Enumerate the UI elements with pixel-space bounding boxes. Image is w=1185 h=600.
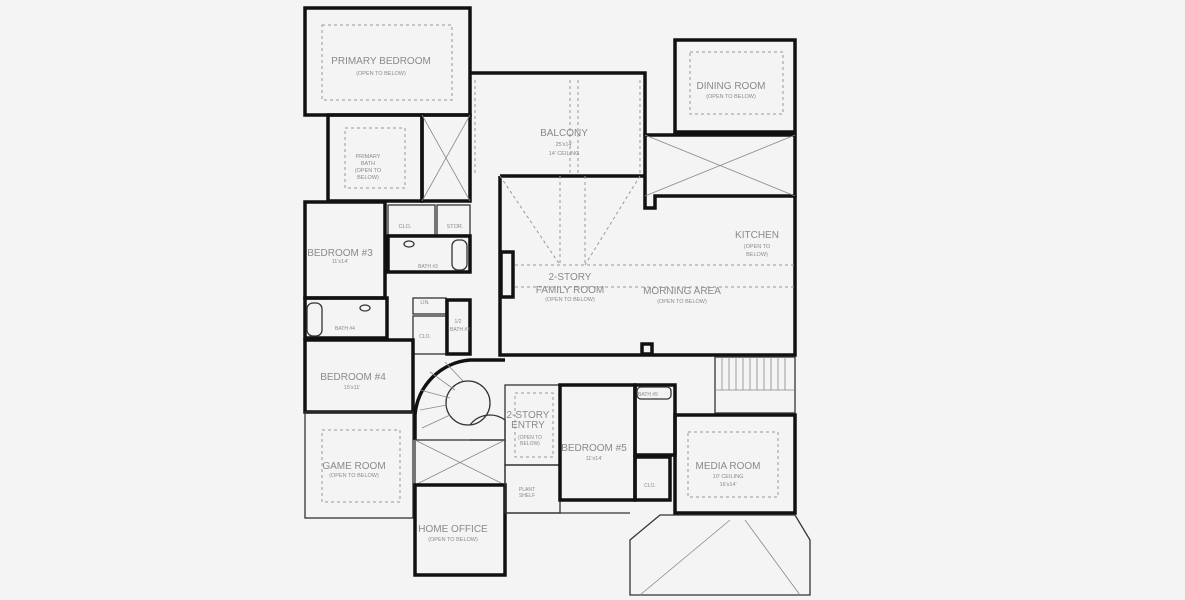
room-label: 14' CEILING [549,151,580,157]
room-label: 11'x14' [586,456,603,462]
room-label: ENTRY [511,420,545,431]
room-label: (OPEN TO BELOW) [428,537,478,543]
room-label: BELOW) [520,441,540,447]
room-primary-bedroom: PRIMARY BEDROOM (OPEN TO BELOW) [303,6,472,117]
room-label: CLO. [644,483,656,489]
room-game-room: GAME ROOM (OPEN TO BELOW) [304,411,414,519]
spiral-stair [413,358,506,486]
room-label: HOME OFFICE [418,524,488,535]
room-label: BELOW) [357,175,379,181]
room-label: BATH #3 [418,264,438,270]
room-label: BEDROOM #4 [320,372,386,383]
room-dining: DINING ROOM (OPEN TO BELOW) [643,38,797,210]
room-label: 2-STORY [507,410,550,421]
room-balcony: BALCONY 25'x14' 14' CEILING [470,71,647,175]
room-label: BALCONY [540,128,588,139]
room-label: 15'x11' [344,385,361,391]
room-label: FAMILY ROOM [536,285,605,296]
room-primary-bath: PRIMARY BATH (OPEN TO BELOW) [326,113,472,203]
room-home-office: HOME OFFICE (OPEN TO BELOW) [413,483,507,577]
room-label: DINING ROOM [697,81,766,92]
room-label: CLO. [399,224,412,230]
room-label: (OPEN TO BELOW) [706,94,756,100]
room-label: (OPEN TO BELOW) [356,71,406,77]
room-label: BELOW) [746,252,768,258]
room-label: SHELF [519,493,535,499]
room-label: BATH #5 [638,392,658,398]
room-label: MEDIA ROOM [695,461,760,472]
room-label: (OPEN TO [355,168,382,174]
room-media: MEDIA ROOM 10' CEILING 16'x14' [673,356,797,515]
room-family-kitchen: KITCHEN (OPEN TO BELOW) 2-STORY FAMILY R… [498,174,797,357]
room-label: (OPEN TO BELOW) [329,473,379,479]
room-bedroom3: BEDROOM #3 11'x14' CLO. STOR. BATH #3 [303,200,472,300]
room-label: (OPEN TO [744,244,771,250]
room-label: 1/2 [455,319,462,325]
room-label: BATH [361,161,375,167]
room-label: 10' CEILING [713,474,744,480]
room-bath4: BATH #4 LIN. CLO. 1/2 BATH #3 [303,296,472,356]
room-label: 2-STORY [549,272,592,283]
room-entry: 2-STORY ENTRY (OPEN TO BELOW) PLANT SHEL… [504,384,561,514]
room-label: STOR. [447,224,464,230]
room-label: BATH #4 [335,326,355,332]
room-label: (OPEN TO [518,435,542,441]
room-label: GAME ROOM [322,461,385,472]
room-label: (OPEN TO BELOW) [657,299,707,305]
room-label: BATH #3 [450,327,470,333]
room-label: PLANT [519,487,535,493]
room-label: 16'x14' [719,482,736,488]
room-label: KITCHEN [735,230,779,241]
room-label: BEDROOM #5 [561,443,627,454]
room-label: BEDROOM #3 [307,248,373,259]
room-label: 25'x14' [555,142,572,148]
room-bedroom5: BEDROOM #5 11'x14' BATH #5 CLO. [558,383,677,502]
room-label: PRIMARY BEDROOM [331,56,431,67]
room-label: PRIMARY [356,154,381,160]
room-label: CLO. [419,334,431,340]
room-label: LIN. [420,300,429,306]
room-label: MORNING AREA [643,286,721,297]
room-bedroom4: BEDROOM #4 15'x11' [303,338,415,414]
porch-roof [505,512,811,596]
room-label: (OPEN TO BELOW) [545,297,595,303]
room-label: 11'x14' [332,259,349,265]
